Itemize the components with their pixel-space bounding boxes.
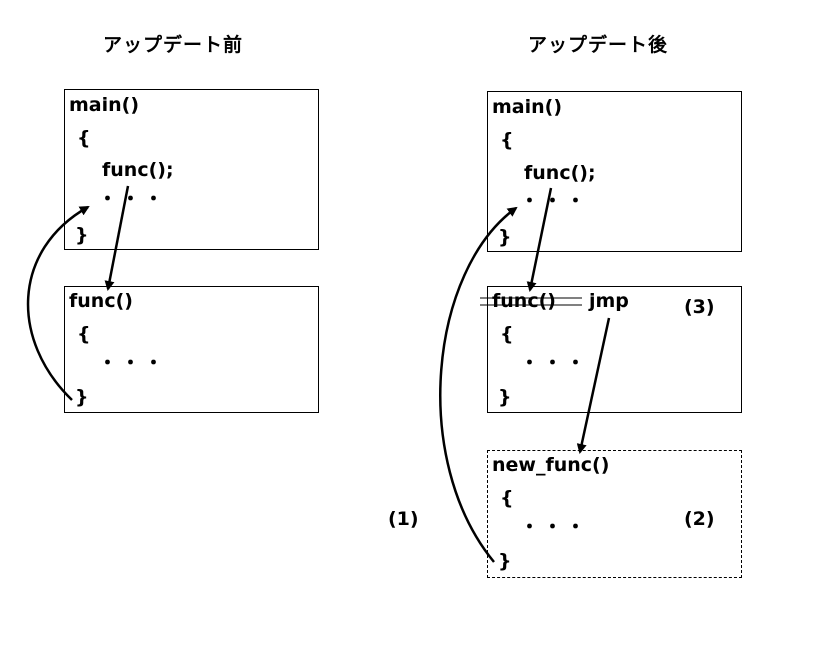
before-return-arrow	[26, 205, 90, 401]
before-main-ellipsis: ・・・	[98, 188, 168, 210]
before-func-box	[64, 286, 319, 413]
after-func-jmp: jmp	[589, 290, 629, 312]
before-func-header: func()	[69, 290, 133, 312]
after-func-box	[487, 286, 742, 413]
before-func-ellipsis: ・・・	[98, 352, 168, 374]
label-step-2: (2)	[684, 508, 715, 530]
before-func-open-brace: {	[77, 323, 91, 345]
before-main-call: func();	[102, 159, 174, 181]
after-jmp-arrow	[576, 317, 611, 454]
after-main-box	[487, 91, 742, 252]
before-func-close-brace: }	[75, 386, 89, 408]
title-before: アップデート前	[103, 34, 244, 56]
label-step-3: (3)	[684, 296, 715, 318]
after-func-ellipsis: ・・・	[520, 352, 590, 374]
before-main-header: main()	[69, 94, 140, 116]
after-main-call: func();	[524, 162, 596, 184]
before-main-open-brace: {	[77, 127, 91, 149]
after-main-header: main()	[492, 96, 563, 118]
after-new-func-header: new_func()	[492, 454, 610, 476]
after-return-arrow	[439, 206, 518, 563]
before-call-arrow	[104, 185, 130, 291]
after-call-arrow	[526, 187, 553, 292]
after-func-open-brace: {	[500, 323, 514, 345]
after-func-close-brace: }	[498, 386, 512, 408]
after-func-header-struck: func()	[492, 290, 556, 312]
after-new-func-close-brace: }	[498, 550, 512, 572]
after-new-func-open-brace: {	[500, 487, 514, 509]
after-main-open-brace: {	[500, 129, 514, 151]
after-main-close-brace: }	[498, 226, 512, 248]
before-main-close-brace: }	[75, 224, 89, 246]
after-new-func-ellipsis: ・・・	[520, 516, 590, 538]
title-after: アップデート後	[528, 34, 669, 56]
label-step-1: (1)	[388, 508, 419, 530]
after-main-ellipsis: ・・・	[520, 190, 590, 212]
before-main-box	[64, 89, 319, 250]
after-new-func-box	[487, 450, 742, 578]
